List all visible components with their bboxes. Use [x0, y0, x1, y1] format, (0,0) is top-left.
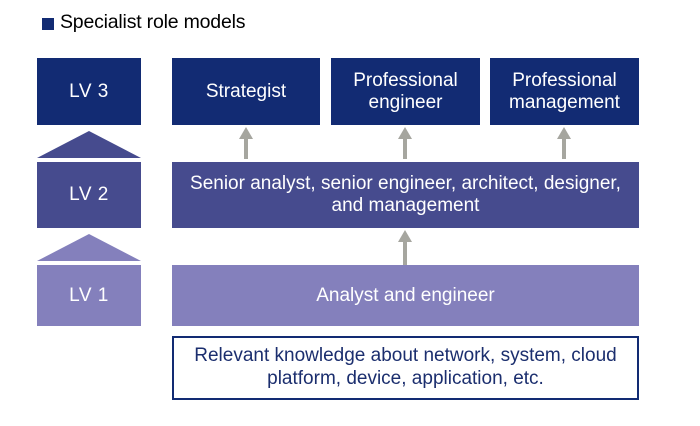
level-chip-lv3: LV 3 — [37, 58, 141, 125]
role-box-professional-engineer: Professional engineer — [331, 58, 480, 125]
role-box-professional-management: Professional management — [490, 58, 639, 125]
level-chip-lv3-label: LV 3 — [69, 80, 109, 102]
pyramid-triangle-lv1-icon — [37, 234, 141, 261]
level-chip-lv1-label: LV 1 — [69, 284, 109, 306]
pyramid-triangle-lv2-icon — [37, 131, 141, 158]
bar-level1-label: Analyst and engineer — [316, 284, 495, 306]
role-box-professional-engineer-label: Professional engineer — [353, 69, 458, 113]
level-chip-lv2-label: LV 2 — [69, 184, 109, 206]
bar-level1: Analyst and engineer — [172, 265, 639, 326]
level-chip-lv2: LV 2 — [37, 162, 141, 228]
foundation-box-label: Relevant knowledge about network, system… — [194, 345, 617, 389]
diagram-title: Specialist role models — [60, 11, 246, 33]
level-chip-lv1: LV 1 — [37, 265, 141, 326]
bar-level2-label: Senior analyst, senior engineer, archite… — [190, 173, 621, 216]
role-box-strategist: Strategist — [172, 58, 320, 125]
foundation-box: Relevant knowledge about network, system… — [172, 336, 639, 400]
role-box-strategist-label: Strategist — [205, 80, 287, 102]
arrow-to-strategist-icon — [239, 127, 253, 159]
arrow-to-professional-management-icon — [557, 127, 571, 159]
legend: Specialist role models — [42, 11, 246, 33]
arrow-to-professional-engineer-icon — [398, 127, 412, 159]
arrow-lv1-to-lv2-icon — [398, 230, 412, 265]
role-box-professional-management-label: Professional management — [509, 69, 620, 113]
bar-level2: Senior analyst, senior engineer, archite… — [172, 162, 639, 228]
legend-square-icon — [42, 17, 54, 30]
